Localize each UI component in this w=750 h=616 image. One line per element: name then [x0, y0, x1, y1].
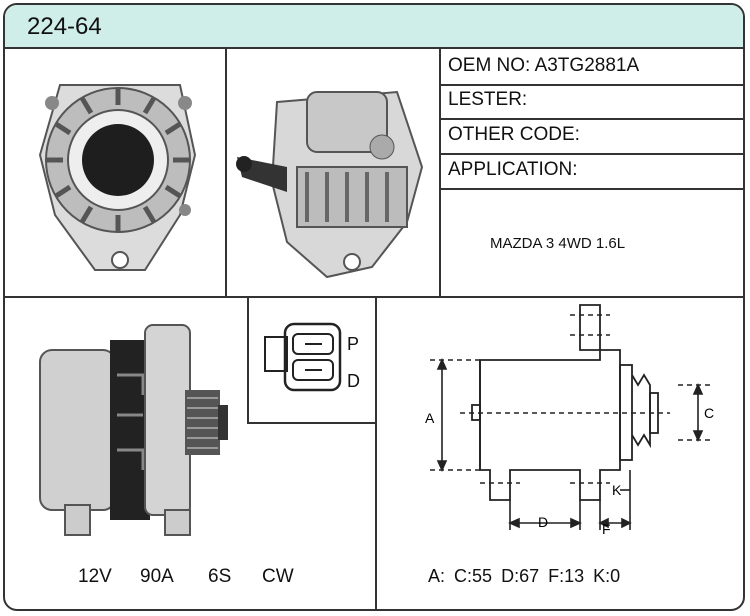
dim-k-value: K:0 — [593, 566, 621, 586]
spec-pulley: 6S — [208, 566, 232, 587]
divider-images-info — [439, 47, 441, 297]
other-code-label: OTHER CODE: — [448, 124, 580, 145]
divider-connector-bottom — [247, 422, 377, 424]
dim-letter-f: F — [602, 521, 611, 537]
divider-info-row-2 — [441, 118, 743, 120]
dim-d-value: D:67 — [501, 566, 540, 586]
spec-amperage: 90A — [140, 566, 174, 587]
divider-connector-left — [247, 298, 249, 424]
connector-pin-p: P — [347, 334, 360, 354]
dim-letter-k: K — [612, 482, 622, 498]
spec-voltage: 12V — [78, 566, 112, 587]
part-number-title: 224-64 — [27, 13, 102, 40]
spec-rotation: CW — [262, 566, 294, 587]
product-card: 224-64 — [3, 3, 745, 611]
divider-front-back — [225, 47, 227, 297]
dimension-drawing: A C D F K — [425, 304, 714, 537]
divider-middle — [5, 296, 745, 298]
oem-number: OEM NO: A3TG2881A — [448, 55, 640, 76]
divider-info-row-4 — [441, 188, 743, 190]
dim-letter-d: D — [538, 514, 548, 530]
dimension-values: A: C:55 D:67 F:13 K:0 — [428, 566, 624, 587]
connector-pin-d: D — [347, 371, 360, 391]
divider-info-row-3 — [441, 153, 743, 155]
dim-f-value: F:13 — [548, 566, 585, 586]
divider-bottom-right — [375, 298, 377, 611]
alternator-back-image — [236, 90, 424, 279]
alternator-side-image — [39, 324, 228, 536]
divider-info-row-1 — [441, 84, 743, 86]
dim-a-value: A: — [428, 566, 446, 586]
dim-letter-c: C — [704, 405, 714, 421]
application-label: APPLICATION: — [448, 159, 578, 180]
lester-label: LESTER: — [448, 89, 528, 110]
dim-c-value: C:55 — [454, 566, 493, 586]
dim-letter-a: A — [425, 410, 435, 426]
application-value: MAZDA 3 4WD 1.6L — [490, 235, 626, 252]
alternator-front-image — [38, 84, 197, 271]
connector-diagram — [264, 322, 342, 392]
header-bar: 224-64 — [5, 5, 743, 49]
